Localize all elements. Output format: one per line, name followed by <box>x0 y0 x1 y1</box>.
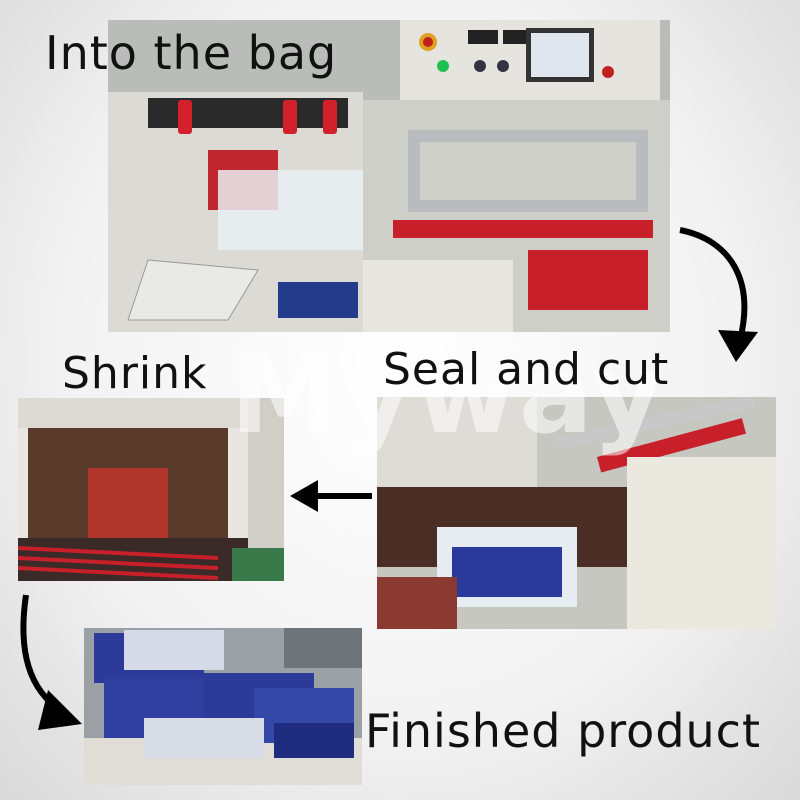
photo-into-the-bag <box>108 20 670 332</box>
step-label-shrink: Shrink <box>62 348 208 399</box>
photo-seal-and-cut <box>377 397 776 629</box>
left-arrow-icon <box>290 480 372 512</box>
step-label-into-the-bag: Into the bag <box>45 26 338 80</box>
step-label-finished-product: Finished product <box>365 704 761 758</box>
photo-shrink <box>18 398 284 581</box>
photo-finished-product <box>84 628 362 785</box>
curved-arrow-down-right-icon <box>679 227 758 362</box>
step-label-seal-and-cut: Seal and cut <box>383 344 670 395</box>
curved-arrow-down-left-icon <box>20 594 82 730</box>
